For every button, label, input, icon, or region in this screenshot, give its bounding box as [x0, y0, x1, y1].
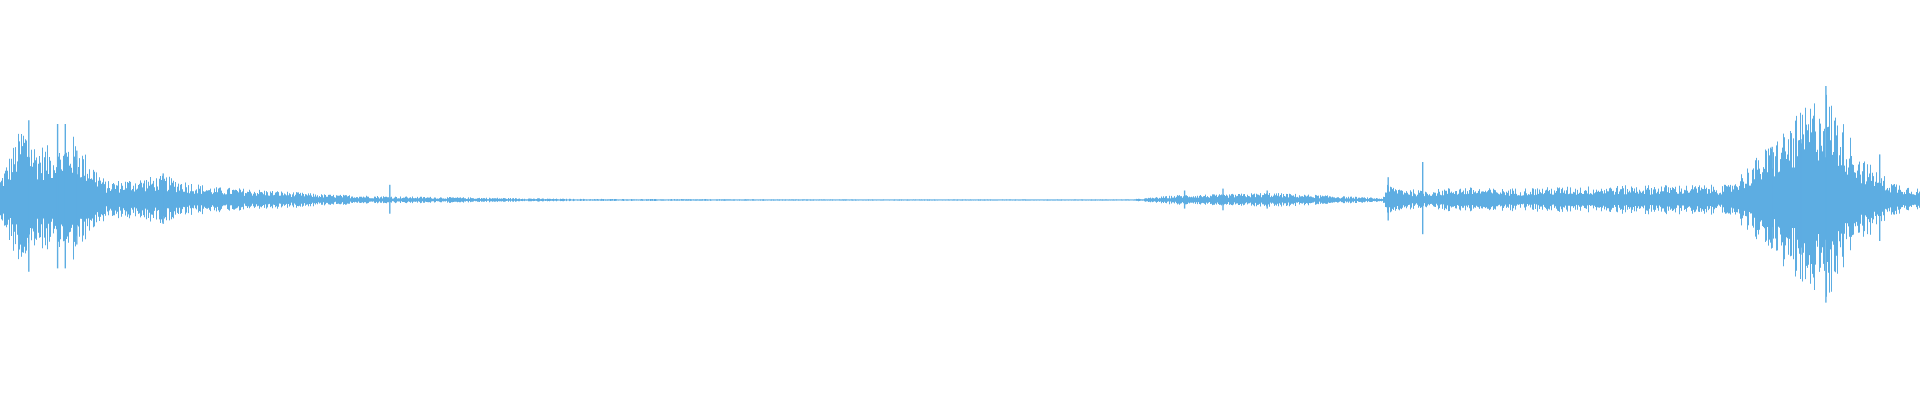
waveform-bars	[0, 94, 1920, 297]
waveform-spikes	[28, 86, 1881, 303]
